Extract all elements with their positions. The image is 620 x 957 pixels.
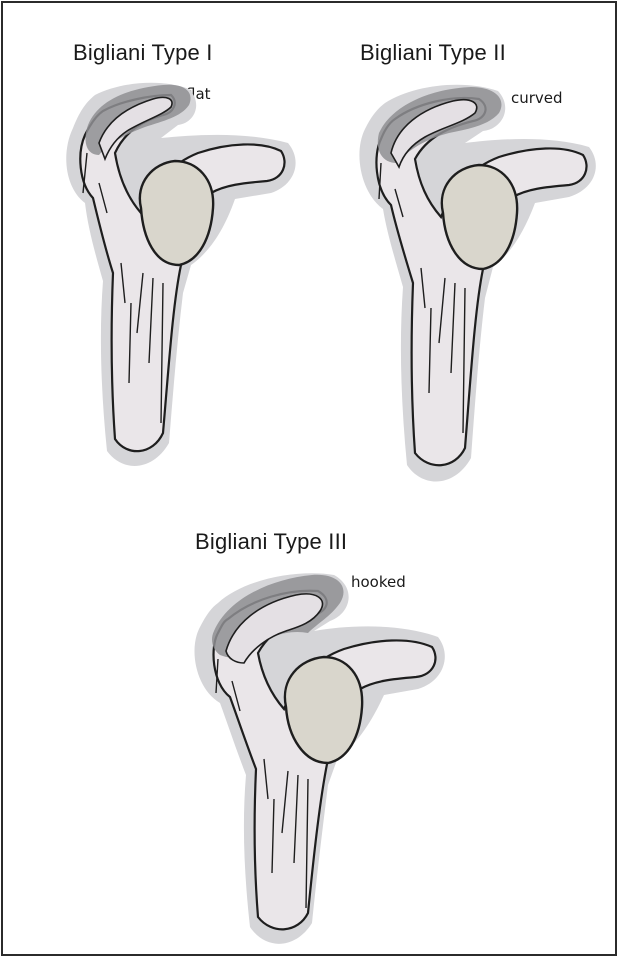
scapula-illustration xyxy=(148,513,468,953)
scapula-drawing-flat xyxy=(66,83,295,466)
scapula-drawing-hooked xyxy=(194,573,444,944)
scapula-drawing-curved xyxy=(359,85,595,482)
scapula-illustration xyxy=(3,3,313,503)
panel-bigliani-type-1: Bigliani Type I flat xyxy=(3,3,313,503)
panel-bigliani-type-2: Bigliani Type II curved xyxy=(303,3,613,503)
panel-bigliani-type-3: Bigliani Type III hooked xyxy=(148,513,468,953)
scapula-illustration xyxy=(303,3,613,503)
